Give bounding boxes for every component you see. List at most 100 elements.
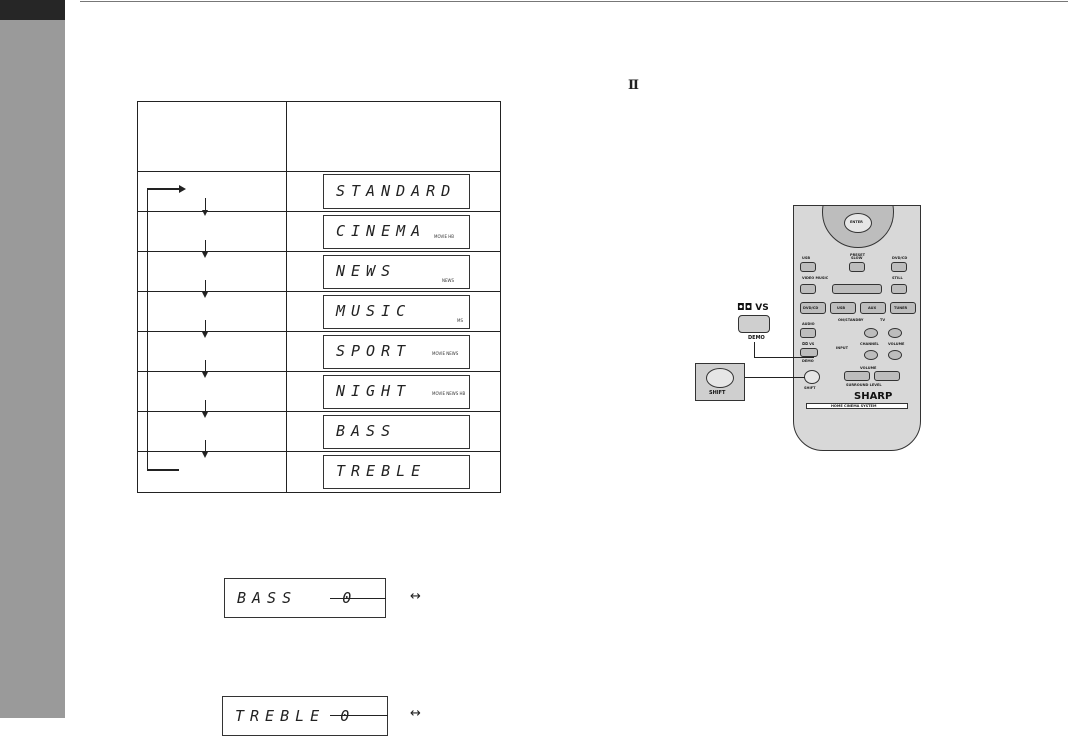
table-row-divider — [138, 331, 500, 332]
side-index-tab — [0, 0, 65, 718]
remote-volume-up-button — [888, 328, 902, 338]
lcd-indicator: MOVIE NEWS — [432, 351, 459, 356]
remote-slow-button — [849, 262, 865, 272]
table-column-divider — [286, 102, 287, 492]
cycle-loop-arrowhead — [179, 185, 186, 193]
remote-aux-button: AUX — [860, 302, 886, 314]
remote-usb-button: USB — [830, 302, 856, 314]
down-arrow — [202, 320, 208, 338]
remote-demo-label: DEMO — [802, 359, 814, 363]
remote-enter-button: ENTER — [844, 213, 872, 233]
remote-shift-label: SHIFT — [804, 386, 816, 390]
bass-level-leader — [330, 598, 386, 599]
lcd-indicator: NEWS — [442, 278, 455, 283]
side-index-tab-header — [0, 0, 65, 20]
lcd-display-sport: SPORT MOVIE NEWS — [323, 335, 470, 369]
remote-usb-label: USB — [802, 256, 811, 260]
table-row-divider — [138, 251, 500, 252]
header-rule — [80, 1, 1068, 2]
treble-range-arrow: ↔ — [410, 706, 421, 721]
down-arrow — [202, 360, 208, 378]
treble-level-text: TREBLE 0 — [235, 707, 356, 725]
table-row-divider — [138, 211, 500, 212]
treble-level-leader — [330, 715, 388, 716]
remote-play-button — [800, 262, 816, 272]
lcd-text: NEWS — [336, 262, 397, 280]
lcd-text: SPORT — [336, 342, 412, 360]
remote-channel-up-button — [864, 328, 878, 338]
cycle-loop-bottom — [147, 469, 179, 471]
table-row-divider — [138, 411, 500, 412]
callout-vs-leader-h — [754, 357, 814, 358]
remote-video-button — [800, 284, 816, 294]
down-arrow — [202, 440, 208, 458]
lcd-text: TREBLE — [336, 462, 427, 480]
remote-vs-label: ◘◘ VS — [802, 342, 815, 346]
remote-dvd-play-button — [891, 262, 907, 272]
callout-vs-button — [738, 315, 770, 333]
remote-subtitle: HOME CINEMA SYSTEM — [831, 404, 877, 408]
lcd-display-standard: STANDARD — [323, 174, 470, 209]
remote-tuner-btn-label: TUNER — [894, 306, 908, 310]
table-row-divider — [138, 371, 500, 372]
lcd-text: BASS — [336, 422, 397, 440]
lcd-display-bass: BASS — [323, 415, 470, 449]
lcd-display-news: NEWS NEWS — [323, 255, 470, 289]
remote-video-music-label: VIDEO MUSIC — [802, 276, 829, 280]
remote-audio-button — [800, 328, 816, 338]
remote-tuner-button: TUNER — [890, 302, 916, 314]
remote-brand-logo: SHARP — [854, 391, 893, 402]
remote-channel-down-button — [864, 350, 878, 360]
remote-stop-button — [832, 284, 882, 294]
lcd-text: MUSIC — [336, 302, 412, 320]
remote-volume-down-button — [888, 350, 902, 360]
lcd-indicator: MS — [457, 318, 463, 323]
remote-control-illustration: ENTER PRESET USB SLOW DVD/CD VIDEO MUSIC… — [793, 205, 921, 451]
remote-standby-label: ON/STANDBY — [838, 318, 864, 322]
table-row-divider — [138, 291, 500, 292]
remote-input-label: INPUT — [836, 346, 849, 350]
remote-dvdcd-button: DVD/CD — [800, 302, 826, 314]
lcd-text: NIGHT — [336, 382, 412, 400]
lcd-indicator: MOVIE HB — [434, 234, 454, 239]
remote-channel-label: CHANNEL — [860, 342, 879, 346]
down-arrow — [202, 400, 208, 418]
remote-tv-label: TV — [880, 318, 886, 322]
remote-preset-label: PRESET — [850, 253, 865, 257]
down-arrow — [202, 280, 208, 298]
remote-subtitle-band: HOME CINEMA SYSTEM — [806, 403, 908, 409]
remote-volume-label: VOLUME — [860, 366, 877, 370]
remote-surround-down-button — [844, 371, 870, 381]
callout-demo-label: DEMO — [748, 335, 765, 341]
remote-aux-btn-label: AUX — [868, 306, 877, 310]
remote-enter-label: ENTER — [850, 220, 863, 224]
down-arrow — [202, 198, 208, 216]
lcd-display-music: MUSIC MS — [323, 295, 470, 329]
callout-shift-button — [706, 368, 734, 388]
callout-vs-leader-v — [754, 342, 755, 357]
remote-shift-button — [804, 370, 820, 384]
lcd-display-treble: TREBLE — [323, 455, 470, 489]
callout-vs-label: ◘◘ VS — [737, 303, 769, 313]
treble-level-display: TREBLE 0 — [222, 696, 388, 736]
remote-volume-tv-label: VOLUME — [888, 342, 905, 346]
callout-shift-label: SHIFT — [709, 390, 726, 396]
remote-still-button — [891, 284, 907, 294]
bass-range-arrow: ↔ — [410, 589, 421, 604]
lcd-display-cinema: CINEMA MOVIE HB — [323, 215, 470, 249]
remote-still-label: STILL — [892, 276, 903, 280]
table-row-divider — [138, 451, 500, 452]
remote-dvdcd-btn-label: DVD/CD — [803, 306, 819, 310]
remote-surround-up-button — [874, 371, 900, 381]
sound-mode-table: STANDARD CINEMA MOVIE HB NEWS NEWS MUSIC… — [137, 101, 501, 493]
remote-surround-label: SURROUND LEVEL — [846, 383, 882, 387]
cycle-loop-line — [147, 188, 148, 469]
remote-dvdcd-label: DVD/CD — [892, 256, 908, 260]
callout-shift-leader — [745, 377, 805, 378]
lcd-text: CINEMA — [336, 222, 427, 240]
remote-vs-button — [800, 348, 818, 357]
remote-usb-btn-label: USB — [837, 306, 846, 310]
remote-slow-label: SLOW — [851, 256, 863, 260]
lcd-indicator: MOVIE NEWS HB — [432, 391, 466, 396]
lcd-display-night: NIGHT MOVIE NEWS HB — [323, 375, 470, 409]
